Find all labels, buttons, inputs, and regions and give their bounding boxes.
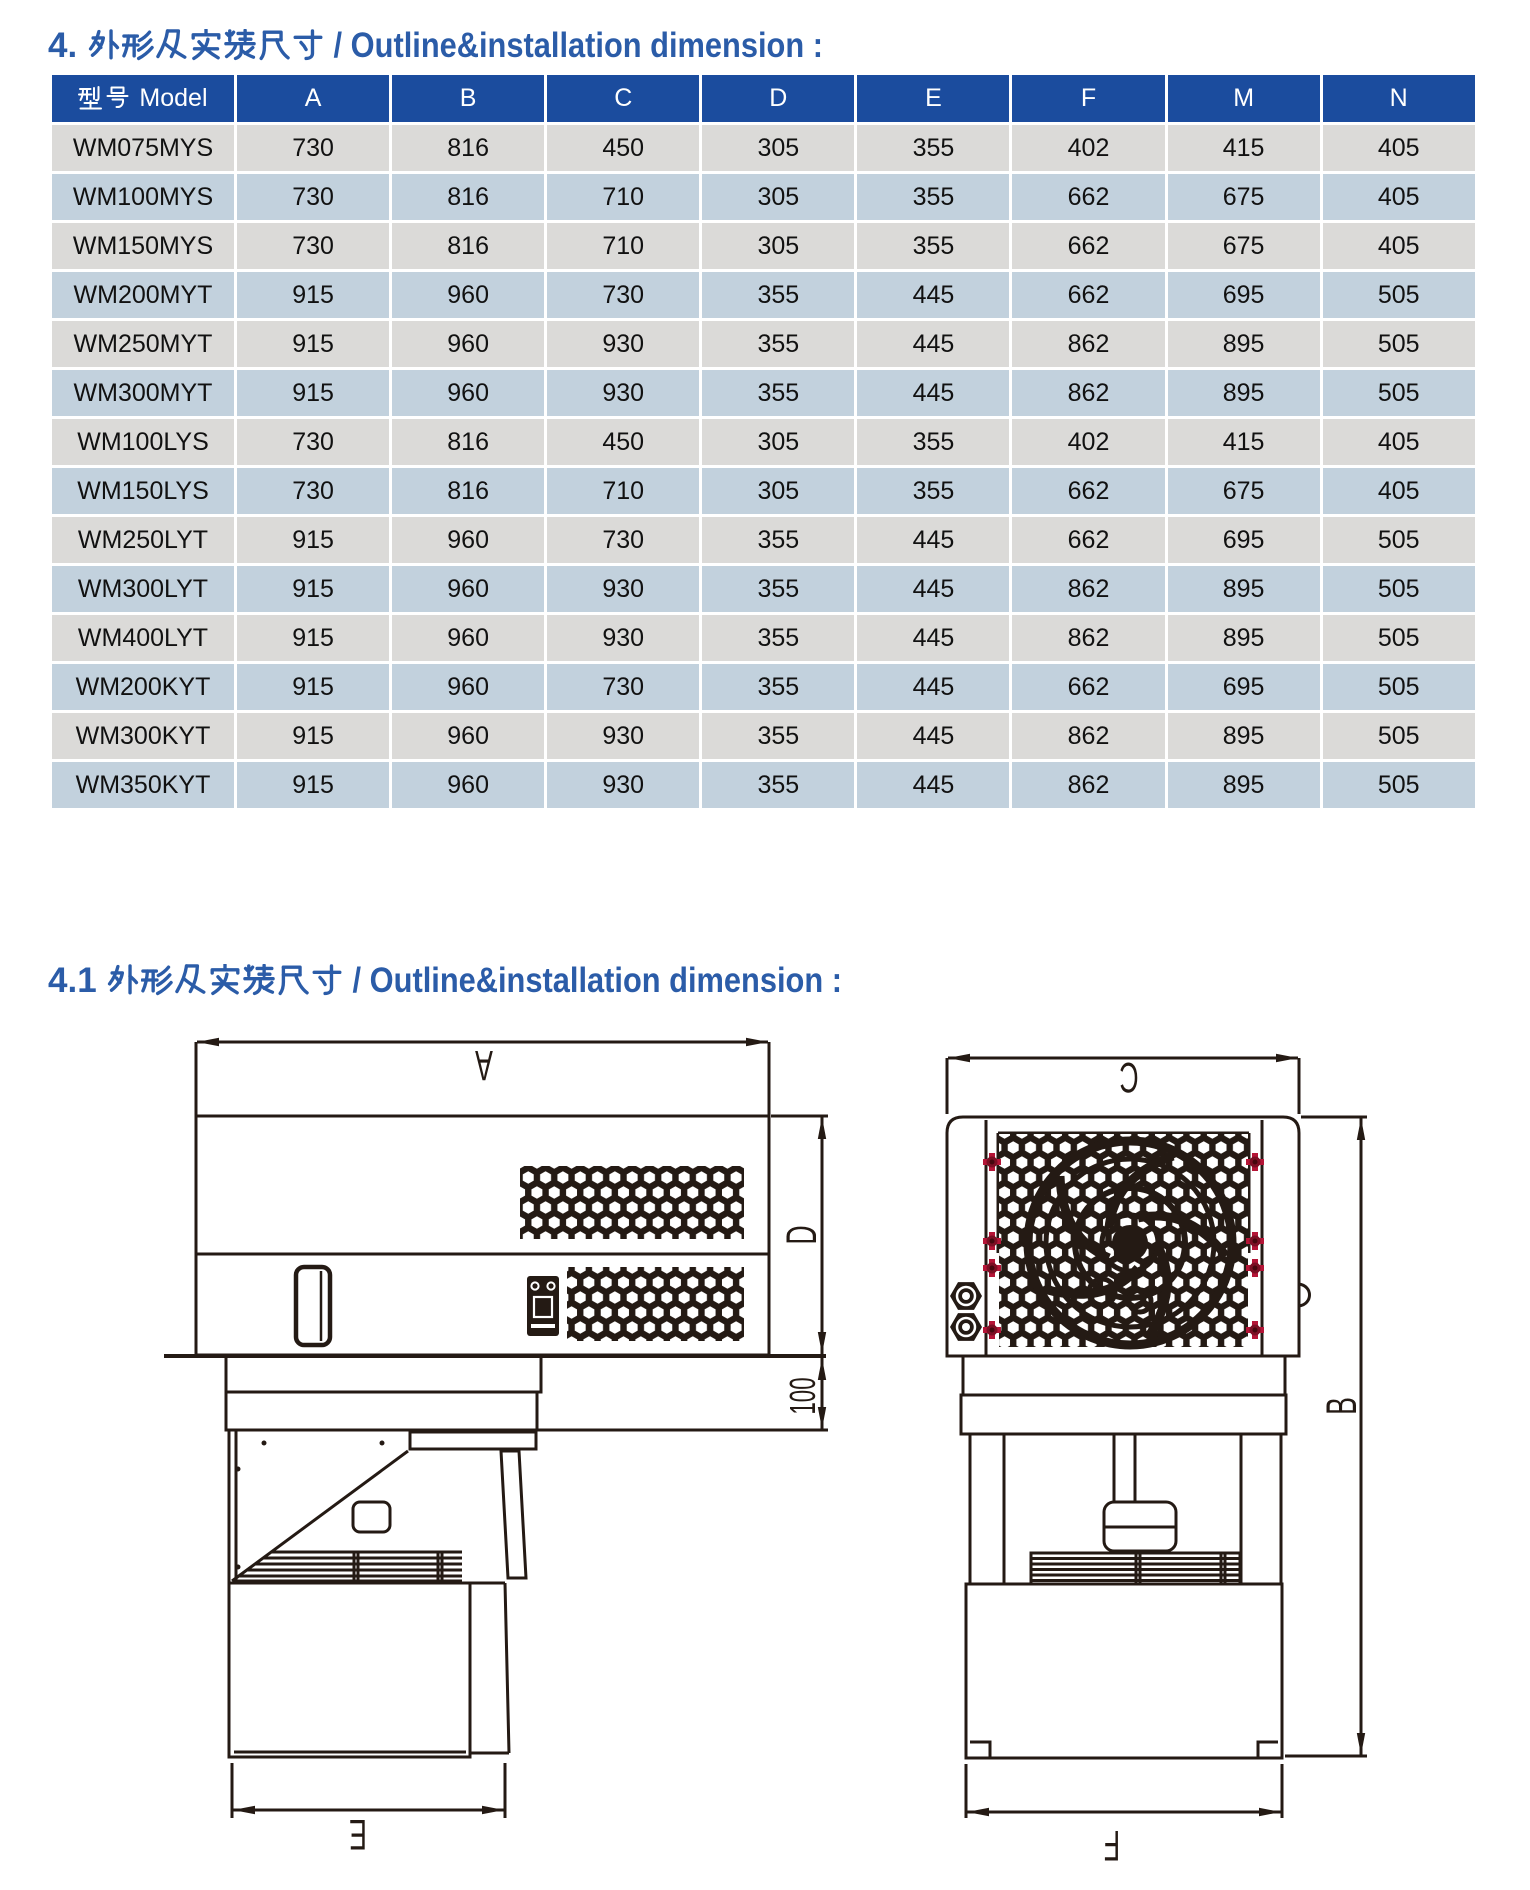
svg-text:D: D bbox=[778, 1225, 826, 1244]
svg-text:A: A bbox=[475, 1041, 493, 1089]
svg-text:B: B bbox=[1318, 1397, 1366, 1415]
svg-text:100: 100 bbox=[784, 1377, 824, 1414]
svg-text:F: F bbox=[1104, 1821, 1120, 1869]
svg-text:E: E bbox=[349, 1810, 367, 1858]
svg-text:C: C bbox=[1119, 1053, 1138, 1101]
